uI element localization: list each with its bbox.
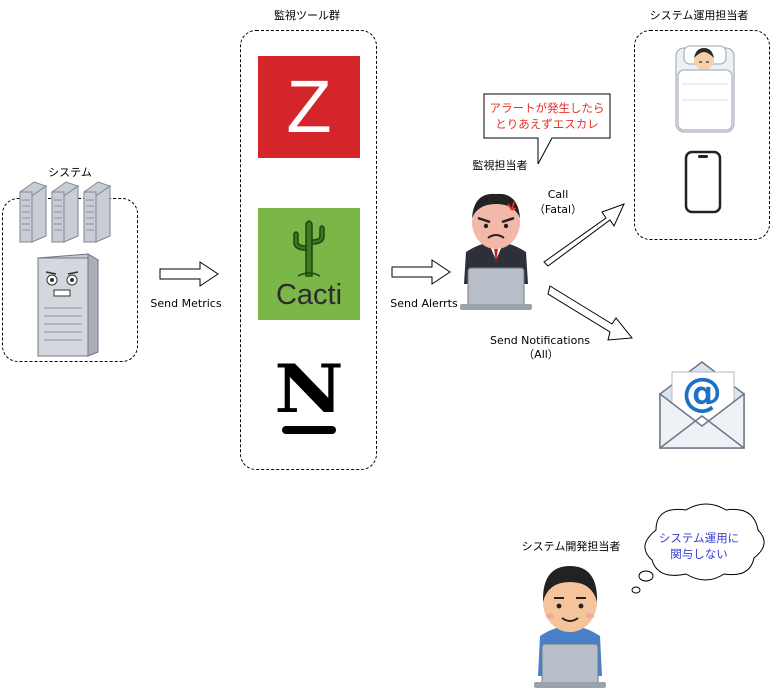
send-notifications-label: Send Notifications [489, 334, 591, 347]
at-sign-icon: @ [682, 370, 722, 416]
dev-thought-cloud [631, 503, 765, 594]
angry-person-icon [460, 193, 532, 310]
cacti-logo: Cacti [258, 208, 360, 320]
zabbix-logo: Z [258, 56, 360, 158]
call-arrow [543, 203, 625, 267]
send-metrics-arrow [159, 261, 219, 287]
send-alerts-label: Send Alerrts [390, 297, 458, 310]
ops-container [634, 30, 770, 240]
monitor-bubble-line2: とりあえずエスカレ [495, 117, 599, 131]
call-sub-label: （Fatal） [533, 203, 583, 216]
dev-team-label: システム開発担当者 [521, 540, 621, 553]
send-alerts-arrow [391, 259, 451, 285]
developer-person-icon [534, 566, 606, 688]
send-notifications-sub-label: （All） [523, 348, 559, 361]
cacti-text: Cacti [275, 279, 343, 311]
sleeping-person-icon [675, 45, 735, 133]
tools-group-label: 監視ツール群 [274, 9, 340, 22]
nagios-letter: N [274, 350, 344, 428]
cactus-icon [293, 220, 325, 277]
monitor-bubble-line1: アラートが発生したら [489, 101, 605, 115]
zabbix-letter: Z [286, 65, 332, 148]
send-metrics-label: Send Metrics [150, 297, 222, 310]
email-icon [659, 361, 745, 449]
dev-bubble-line1: システム運用に [658, 531, 740, 545]
send-notifications-arrow [547, 285, 633, 341]
nagios-logo: N [262, 354, 356, 438]
monitor-speech-bubble [483, 93, 611, 165]
smartphone-icon [684, 150, 722, 214]
system-label: システム [48, 166, 92, 179]
ops-team-label: システム運用担当者 [649, 9, 749, 22]
server-rack-icon [18, 181, 112, 243]
tools-container [240, 30, 377, 470]
monitor-staff-label: 監視担当者 [472, 159, 528, 172]
dev-bubble-line2: 関与しない [670, 547, 728, 561]
call-label: Call [547, 188, 569, 201]
tower-server-icon [36, 253, 100, 357]
